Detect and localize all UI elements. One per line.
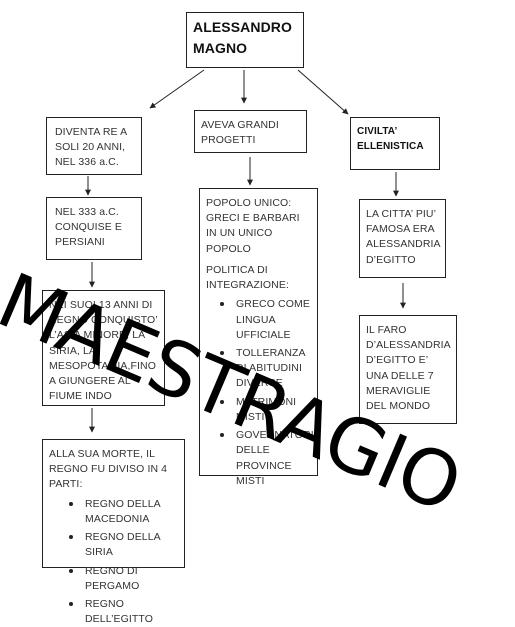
conquista-333-line-2: CONQUISE E — [55, 221, 122, 234]
citta-line-1: LA CITTA’ PIU’ — [366, 208, 437, 220]
list-item: REGNO DELLA SIRIA — [69, 530, 178, 560]
list-item: GRECO COME LINGUA UFFICIALE — [220, 297, 311, 343]
diventa-re-line-3: NEL 336 a.C. — [55, 156, 119, 169]
diventa-re-line-1: DIVENTA RE A — [55, 126, 128, 138]
faro-text: IL FARO D’ALESSANDRIA D’EGITTO E’ UNA DE… — [366, 324, 451, 413]
arrow-title-to-re — [149, 69, 205, 109]
morte-regno-box: ALLA SUA MORTE, IL REGNO FU DIVISO IN 4 … — [42, 439, 185, 625]
list-item: GOVERNATORI DELLE PROVINCE MISTI — [220, 428, 314, 489]
progetti-line-1: AVEVA GRANDI — [201, 119, 279, 131]
title-line-1: ALESSANDRO — [193, 19, 293, 35]
citta-line-4: D’EGITTO — [366, 253, 416, 266]
politica-integrazione: POLITICA DI INTEGRAZIONE: — [206, 263, 289, 292]
civilta-ellenistica-box: CIVILTA’ ELLENISTICA — [350, 117, 440, 170]
conquista-333-line-3: PERSIANI — [55, 236, 105, 249]
connector-arrows — [85, 69, 406, 433]
title-box: ALESSANDRO MAGNO — [186, 12, 304, 68]
diventa-re-box: DIVENTA RE A SOLI 20 ANNI, NEL 336 a.C. — [46, 117, 142, 175]
arrow-title-to-civilta — [297, 69, 349, 115]
list-item: MATRIMONI MISTI — [220, 395, 311, 425]
title-line-2: MAGNO — [193, 40, 248, 56]
conquista-333-line-1: NEL 333 a.C. — [55, 206, 119, 218]
civilta-line-2: ELLENISTICA — [357, 140, 424, 152]
citta-line-2: FAMOSA ERA — [366, 223, 435, 236]
diventa-re-line-2: SOLI 20 ANNI, — [55, 141, 126, 154]
faro-box: IL FARO D’ALESSANDRIA D’EGITTO E’ UNA DE… — [359, 315, 457, 424]
popolo-intro: POPOLO UNICO: GRECI E BARBARI IN UN UNIC… — [206, 197, 300, 255]
integrazione-list: GRECO COME LINGUA UFFICIALE TOLLERANZA D… — [206, 297, 314, 489]
civilta-line-1: CIVILTA’ — [357, 126, 398, 137]
progetti-line-2: PROGETTI — [201, 134, 256, 147]
tredici-anni-box: NEI SUOI 13 ANNI DI REGNO CONQUISTO’ L’A… — [42, 290, 165, 406]
list-item: REGNO DI PERGAMO — [69, 564, 178, 594]
conquista-333-box: NEL 333 a.C. CONQUISE E PERSIANI — [46, 197, 142, 260]
citta-famosa-box: LA CITTA’ PIU’ FAMOSA ERA ALESSANDRIA D’… — [359, 199, 446, 278]
regni-list: REGNO DELLA MACEDONIA REGNO DELLA SIRIA … — [49, 497, 178, 627]
list-item: REGNO DELL’EGITTO — [69, 597, 178, 627]
popolo-unico-box: POPOLO UNICO: GRECI E BARBARI IN UN UNIC… — [199, 188, 318, 487]
list-item: TOLLERANZA DI ABITUDINI DIVERSE — [220, 346, 311, 392]
tredici-anni-text: NEI SUOI 13 ANNI DI REGNO CONQUISTO’ L’A… — [49, 299, 158, 403]
morte-intro: ALLA SUA MORTE, IL REGNO FU DIVISO IN 4 … — [49, 448, 168, 491]
citta-line-3: ALESSANDRIA — [366, 238, 441, 251]
grandi-progetti-box: AVEVA GRANDI PROGETTI — [194, 110, 307, 153]
list-item: REGNO DELLA MACEDONIA — [69, 497, 178, 527]
